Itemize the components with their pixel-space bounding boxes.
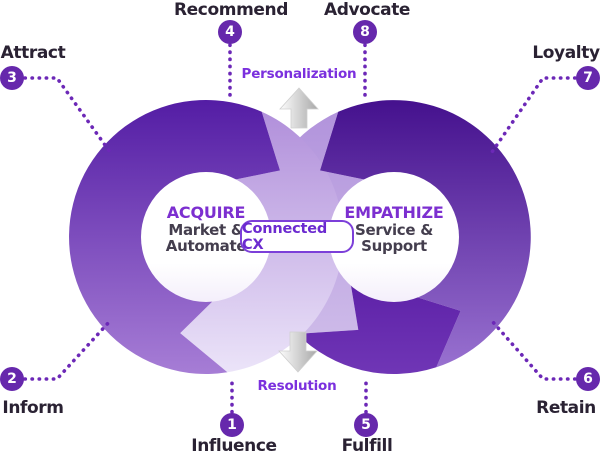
stage-label-inform: Inform [2, 398, 64, 418]
connected-cx-label: Connected CX [242, 220, 328, 253]
connected-cx-badge: Connected CX [240, 220, 354, 253]
resolution-label: Resolution [257, 378, 337, 394]
left-ring-light-band [180, 111, 344, 373]
stage-badge-3: 3 [0, 66, 24, 90]
left-inner-circle [141, 172, 271, 302]
stage-badge-6: 6 [576, 367, 600, 391]
empathize-circle-text: EMPATHIZE Service & Support [344, 203, 443, 254]
personalization-arrow-up-icon [279, 87, 319, 129]
dotted-connectors [23, 43, 577, 414]
stage-label-fulfill: Fulfill [341, 436, 393, 456]
dotted-connector [23, 319, 112, 381]
stage-label-loyalty: Loyalty [532, 43, 600, 63]
resolution-arrow-down-icon [278, 331, 318, 373]
empathize-sub-line1: Service & [355, 221, 433, 239]
stage-badge-1: 1 [220, 413, 244, 437]
stage-label-retain: Retain [536, 398, 596, 418]
stage-label-advocate: Advocate [323, 0, 411, 20]
stage-badge-8: 8 [353, 20, 377, 44]
acquire-sub-line2: Automate [165, 236, 247, 255]
empathize-sub-line2: Support [361, 236, 427, 255]
stage-badge-2: 2 [0, 367, 24, 391]
acquire-title: ACQUIRE [166, 203, 246, 222]
acquire-circle-text: ACQUIRE Market & Automate [165, 203, 247, 255]
right-ring-dark-band [320, 100, 531, 368]
stage-badge-4: 4 [218, 20, 242, 44]
right-inner-circle [329, 172, 459, 302]
stage-label-influence: Influence [191, 436, 277, 456]
acquire-sub-line1: Market & [168, 221, 244, 239]
right-ring-dark-chevron-tip [320, 111, 369, 181]
stage-badge-5: 5 [354, 413, 378, 437]
stage-badge-7: 7 [576, 66, 600, 90]
right-ring-dark-chevron-arm [297, 280, 461, 375]
dotted-connector [490, 76, 577, 154]
empathize-title: EMPATHIZE [344, 203, 444, 222]
left-ring-dark-band [69, 99, 280, 374]
personalization-label: Personalization [241, 66, 357, 82]
stage-label-recommend: Recommend [173, 0, 289, 20]
dotted-connector [23, 76, 112, 154]
stage-label-attract: Attract [0, 43, 66, 63]
dotted-connector [490, 319, 577, 381]
